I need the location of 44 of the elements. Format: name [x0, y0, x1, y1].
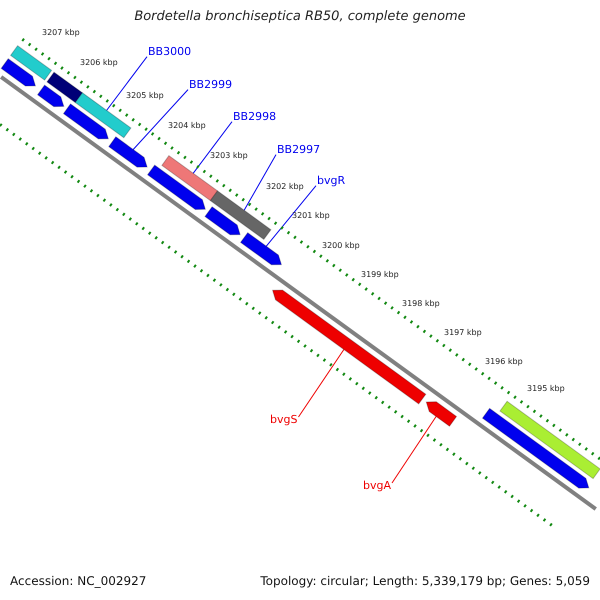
- leader-line: [392, 416, 437, 484]
- tick-label: 3203 kbp: [210, 151, 248, 160]
- tick-label: 3196 kbp: [485, 357, 523, 366]
- tick-label: 3202 kbp: [266, 182, 304, 192]
- tick-label: 3198 kbp: [402, 299, 440, 308]
- gene-label: BB2997: [277, 144, 320, 157]
- tick-label: 3199 kbp: [361, 270, 399, 280]
- tick-label: 3206 kbp: [80, 58, 118, 68]
- tick-label: 3195 kbp: [527, 384, 565, 394]
- tick-label: 3197 kbp: [444, 328, 482, 338]
- gene-feature-bar: [0, 58, 36, 86]
- leader-line: [266, 185, 316, 247]
- gene-feature-bar: [108, 136, 148, 168]
- gene-feature-bar: [426, 401, 458, 427]
- gene-label: BB2999: [189, 79, 232, 92]
- gene-feature-bar: [272, 290, 426, 405]
- gene-feature-bar: [146, 164, 206, 210]
- leader-line: [132, 89, 188, 150]
- leader-line: [106, 56, 148, 111]
- leader-line: [192, 121, 232, 174]
- gene-feature-bar: [62, 103, 109, 140]
- gene-label: bvgA: [363, 480, 391, 493]
- leader-line: [298, 349, 344, 418]
- gene-feature-bar: [10, 45, 52, 81]
- gene-label: BB3000: [148, 46, 192, 59]
- tick-label: 3200 kbp: [322, 241, 360, 250]
- gene-label: bvgS: [270, 414, 298, 427]
- genome-summary-note: Topology: circular; Length: 5,339,179 bp; Genes: 5,059: [260, 575, 590, 589]
- tick-label: 3207 kbp: [42, 28, 80, 38]
- gene-feature-bar: [482, 408, 590, 489]
- gene-feature-bar: [46, 72, 84, 104]
- gene-feature-bar: [240, 232, 282, 266]
- leader-line: [244, 154, 276, 211]
- gene-label: bvgR: [317, 175, 346, 188]
- tick-label: 3201 kbp: [292, 211, 330, 220]
- gene-feature-bar: [499, 400, 600, 480]
- gene-feature-bar: [210, 190, 272, 240]
- accession-note: Accession: NC_002927: [10, 575, 146, 589]
- diagram-title: Bordetella bronchiseptica RB50, complete genome: [133, 10, 467, 25]
- tick-label: 3205 kbp: [126, 91, 164, 100]
- tick-label: 3204 kbp: [168, 121, 206, 130]
- gene-feature-bar: [36, 84, 64, 108]
- gene-feature-bar: [204, 206, 241, 236]
- gene-label: BB2998: [233, 111, 276, 124]
